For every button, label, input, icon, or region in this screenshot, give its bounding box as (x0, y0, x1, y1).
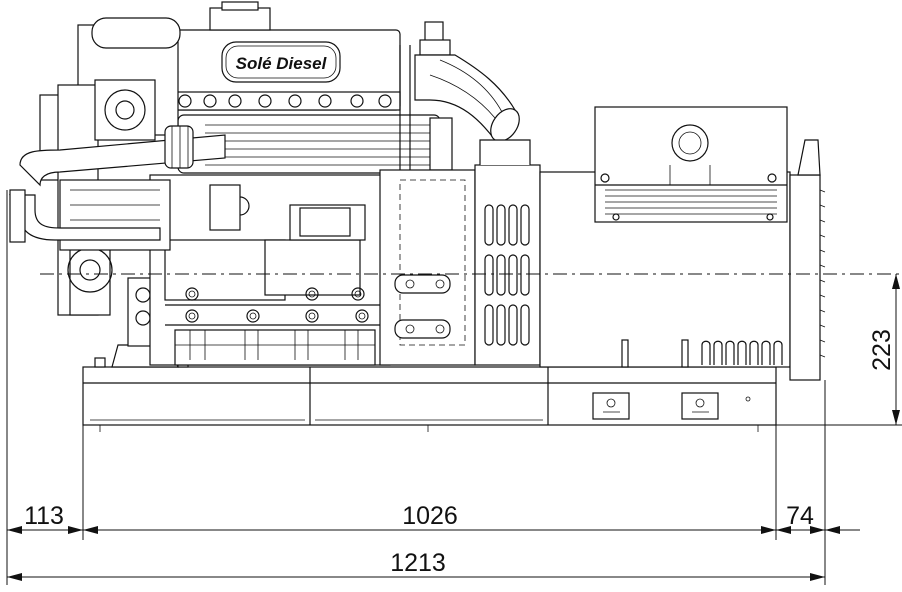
valve-cover: Solé Diesel (171, 1, 401, 111)
base-frame (82, 366, 777, 426)
dim-base-length: 1026 (402, 502, 458, 530)
brand-logo: Solé Diesel (236, 54, 328, 73)
dim-left-overhang: 113 (24, 502, 64, 530)
dim-center-height: 223 (868, 329, 896, 371)
engine-block (149, 174, 391, 366)
generator-body (539, 106, 826, 381)
exhaust-elbow (399, 21, 520, 175)
bell-housing (379, 169, 476, 366)
heat-exchanger (177, 114, 453, 174)
dimension-lines (6, 190, 902, 585)
dim-right-overhang: 74 (786, 502, 814, 530)
block-bolts (185, 287, 369, 323)
front-accessories (9, 17, 226, 316)
vent-slots (484, 204, 530, 346)
generator-adapter-vents (474, 139, 541, 366)
dim-overall-length: 1213 (390, 549, 446, 577)
